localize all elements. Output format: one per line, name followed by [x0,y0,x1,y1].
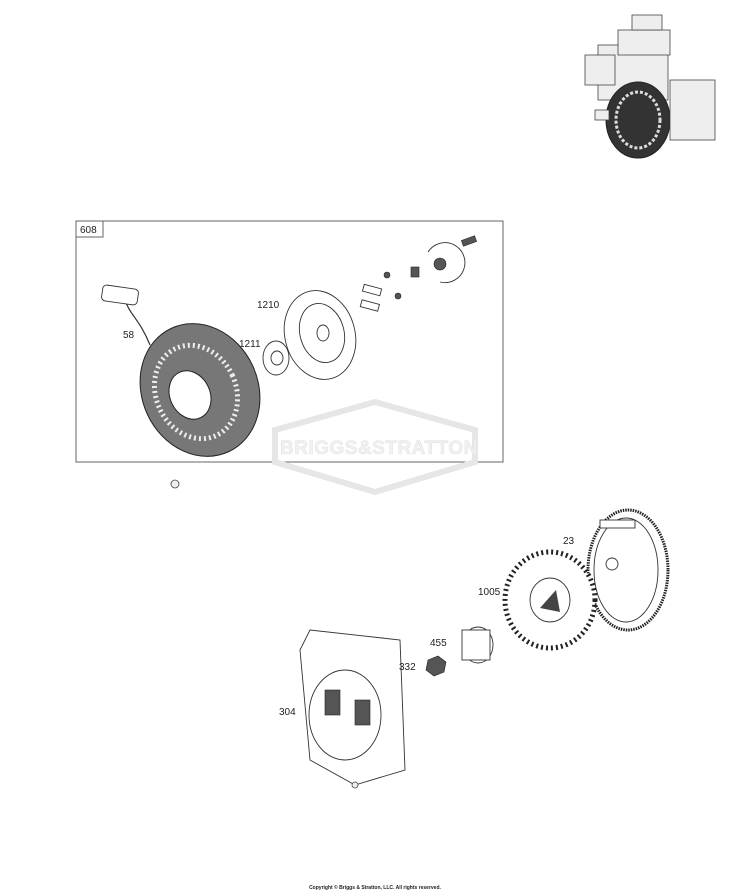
callout-304: 304 [279,707,296,718]
part-332-nut [425,655,447,677]
part-304-blower-housing [299,629,406,786]
kit-label: 608 [80,225,97,236]
engine-thumbnail [584,14,716,159]
part-23-flywheel [586,508,670,632]
kit-label-box [75,220,104,238]
kit-608-frame [75,220,504,463]
watermark-text: BRIGGS&STRATTON [280,438,478,459]
callout-332: 332 [399,662,416,673]
copyright-notice: Copyright © Briggs & Stratton, LLC. All … [309,885,441,891]
callout-58: 58 [123,330,135,341]
screw [170,479,180,489]
part-455-starter-cup [461,626,494,664]
callout-1210: 1210 [257,300,280,311]
pawl-components [359,235,477,312]
callout-1005: 1005 [478,587,501,598]
part-1005-flywheel-fan [502,549,598,651]
briggs-stratton-watermark: BRIGGS&STRATTON [272,398,478,496]
part-58-recoil-starter-housing [101,284,261,457]
callout-23: 23 [563,536,575,547]
part-1210-pulley [283,290,357,380]
callout-1211: 1211 [239,339,261,350]
callout-455: 455 [430,638,447,649]
